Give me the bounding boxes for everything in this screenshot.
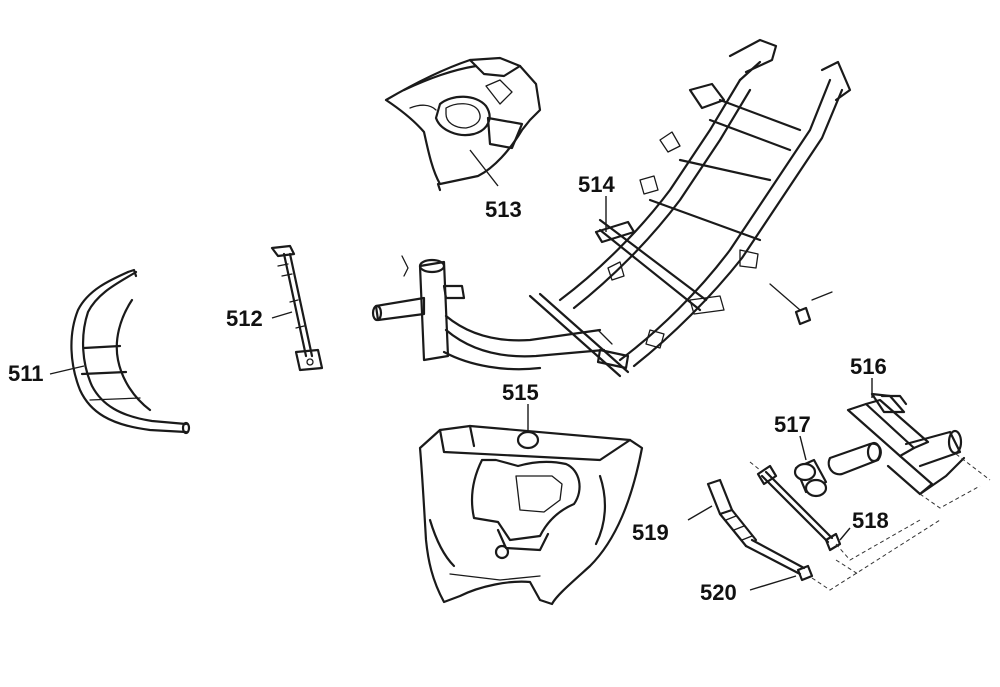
label-516: 516 <box>850 354 887 379</box>
label-518: 518 <box>852 508 889 533</box>
part-517-bushing[interactable] <box>793 458 828 498</box>
label-512: 512 <box>226 306 263 331</box>
part-520-nut[interactable] <box>744 538 814 582</box>
part-519-spacer-sleeve[interactable] <box>706 478 758 548</box>
label-515: 515 <box>502 380 539 405</box>
part-511-front-guard[interactable] <box>70 268 191 435</box>
label-511: 511 <box>8 361 44 386</box>
part-518-bolt[interactable] <box>756 464 842 552</box>
label-513: 513 <box>485 197 522 222</box>
leader-511 <box>49 365 85 375</box>
leader-520 <box>749 575 797 591</box>
part-514-main-frame[interactable] <box>371 38 852 378</box>
part-515-floor-panel[interactable] <box>418 424 644 606</box>
part-512-bracket-rod[interactable] <box>270 244 324 372</box>
leader-518 <box>839 527 851 541</box>
label-519: 519 <box>632 520 669 545</box>
leader-513 <box>469 149 499 187</box>
label-520: 520 <box>700 580 737 605</box>
assembly-dashed-lines <box>749 453 991 591</box>
leader-517 <box>799 435 807 461</box>
label-517: 517 <box>774 412 811 437</box>
leader-512 <box>271 311 293 319</box>
part-513-inner-panel[interactable] <box>384 56 542 192</box>
label-514: 514 <box>578 172 615 197</box>
part-516-hanger-bracket[interactable] <box>827 392 966 496</box>
leader-519 <box>687 505 713 521</box>
